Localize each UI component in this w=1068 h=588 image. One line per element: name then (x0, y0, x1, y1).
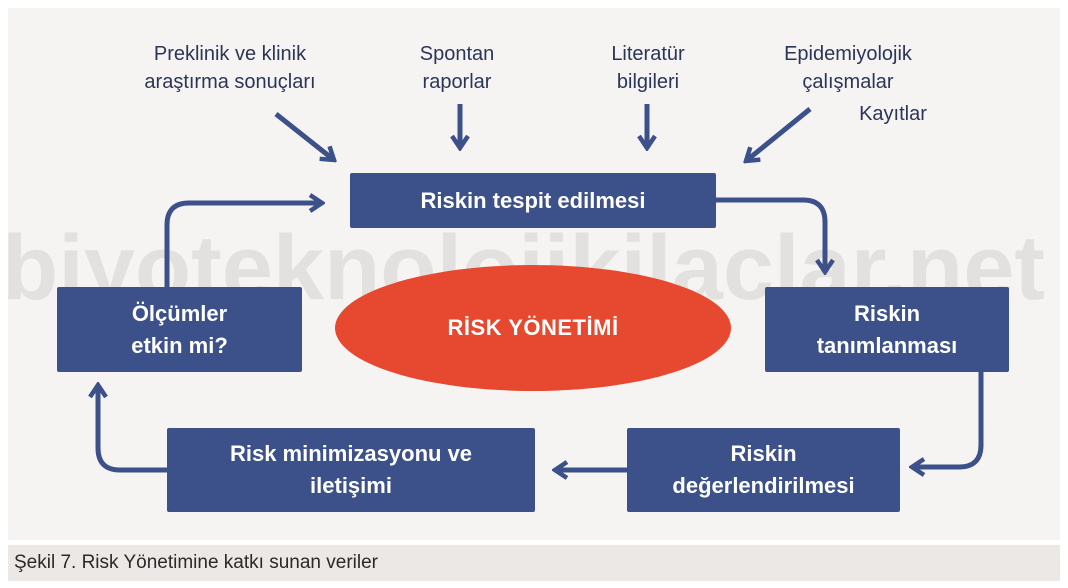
step-label: Riskin (730, 441, 797, 466)
source-literature-label: Literatür bilgileri (568, 40, 728, 96)
figure-caption-bar: Şekil 7. Risk Yönetimine katkı sunan ver… (8, 545, 1060, 581)
risk-management-ellipse (335, 265, 731, 391)
figure-caption: Şekil 7. Risk Yönetimine katkı sunan ver… (14, 552, 378, 573)
step-label: Riskin tespit edilmesi (420, 187, 646, 213)
risk-management-label: RİSK YÖNETİMİ (447, 315, 619, 340)
source-epidemiology-label: Epidemiyolojik çalışmalar (748, 40, 948, 96)
step-risk-identification: Riskin tespit edilmesi (350, 173, 716, 228)
source-registries-label: Kayıtlar (843, 100, 943, 128)
source-spontaneous-label: Spontan raporlar (377, 40, 537, 96)
step-label: iletişimi (310, 473, 392, 498)
step-risk-evaluation: Riskin değerlendirilmesi (627, 428, 900, 512)
arrow-epidemiology-to-identification (746, 107, 812, 161)
step-label: Ölçümler (131, 300, 228, 326)
step-risk-definition: Riskin tanımlanması (765, 287, 1009, 372)
source-line: raporlar (422, 71, 492, 93)
source-line: araştırma sonuçları (144, 71, 316, 93)
step-label: Riskin (853, 300, 921, 326)
step-label: değerlendirilmesi (672, 473, 855, 498)
source-line: Spontan (419, 43, 495, 65)
arrow-preclinical-to-identification (274, 112, 334, 160)
arrow-definition-to-evaluation (912, 372, 984, 467)
step-label: etkin mi? (131, 332, 228, 358)
source-line: Kayıtlar (859, 103, 927, 125)
arrow-effectiveness-to-identification (164, 203, 322, 287)
source-line: Preklinik ve klinik (153, 43, 307, 65)
source-line: Epidemiyolojik (784, 43, 912, 65)
step-risk-minimization: Risk minimizasyonu ve iletişimi (167, 428, 535, 512)
source-line: Literatür (611, 43, 685, 65)
step-effectiveness-check: Ölçümler etkin mi? (57, 287, 302, 372)
arrow-identification-to-definition (716, 197, 825, 272)
step-label: Risk minimizasyonu ve (229, 441, 473, 466)
source-preclinical-label: Preklinik ve klinik araştırma sonuçları (100, 40, 360, 96)
arrow-minimization-to-effectiveness (98, 385, 167, 473)
source-line: bilgileri (616, 71, 680, 93)
source-line: çalışmalar (802, 71, 894, 93)
step-label: tanımlanması (816, 332, 958, 358)
